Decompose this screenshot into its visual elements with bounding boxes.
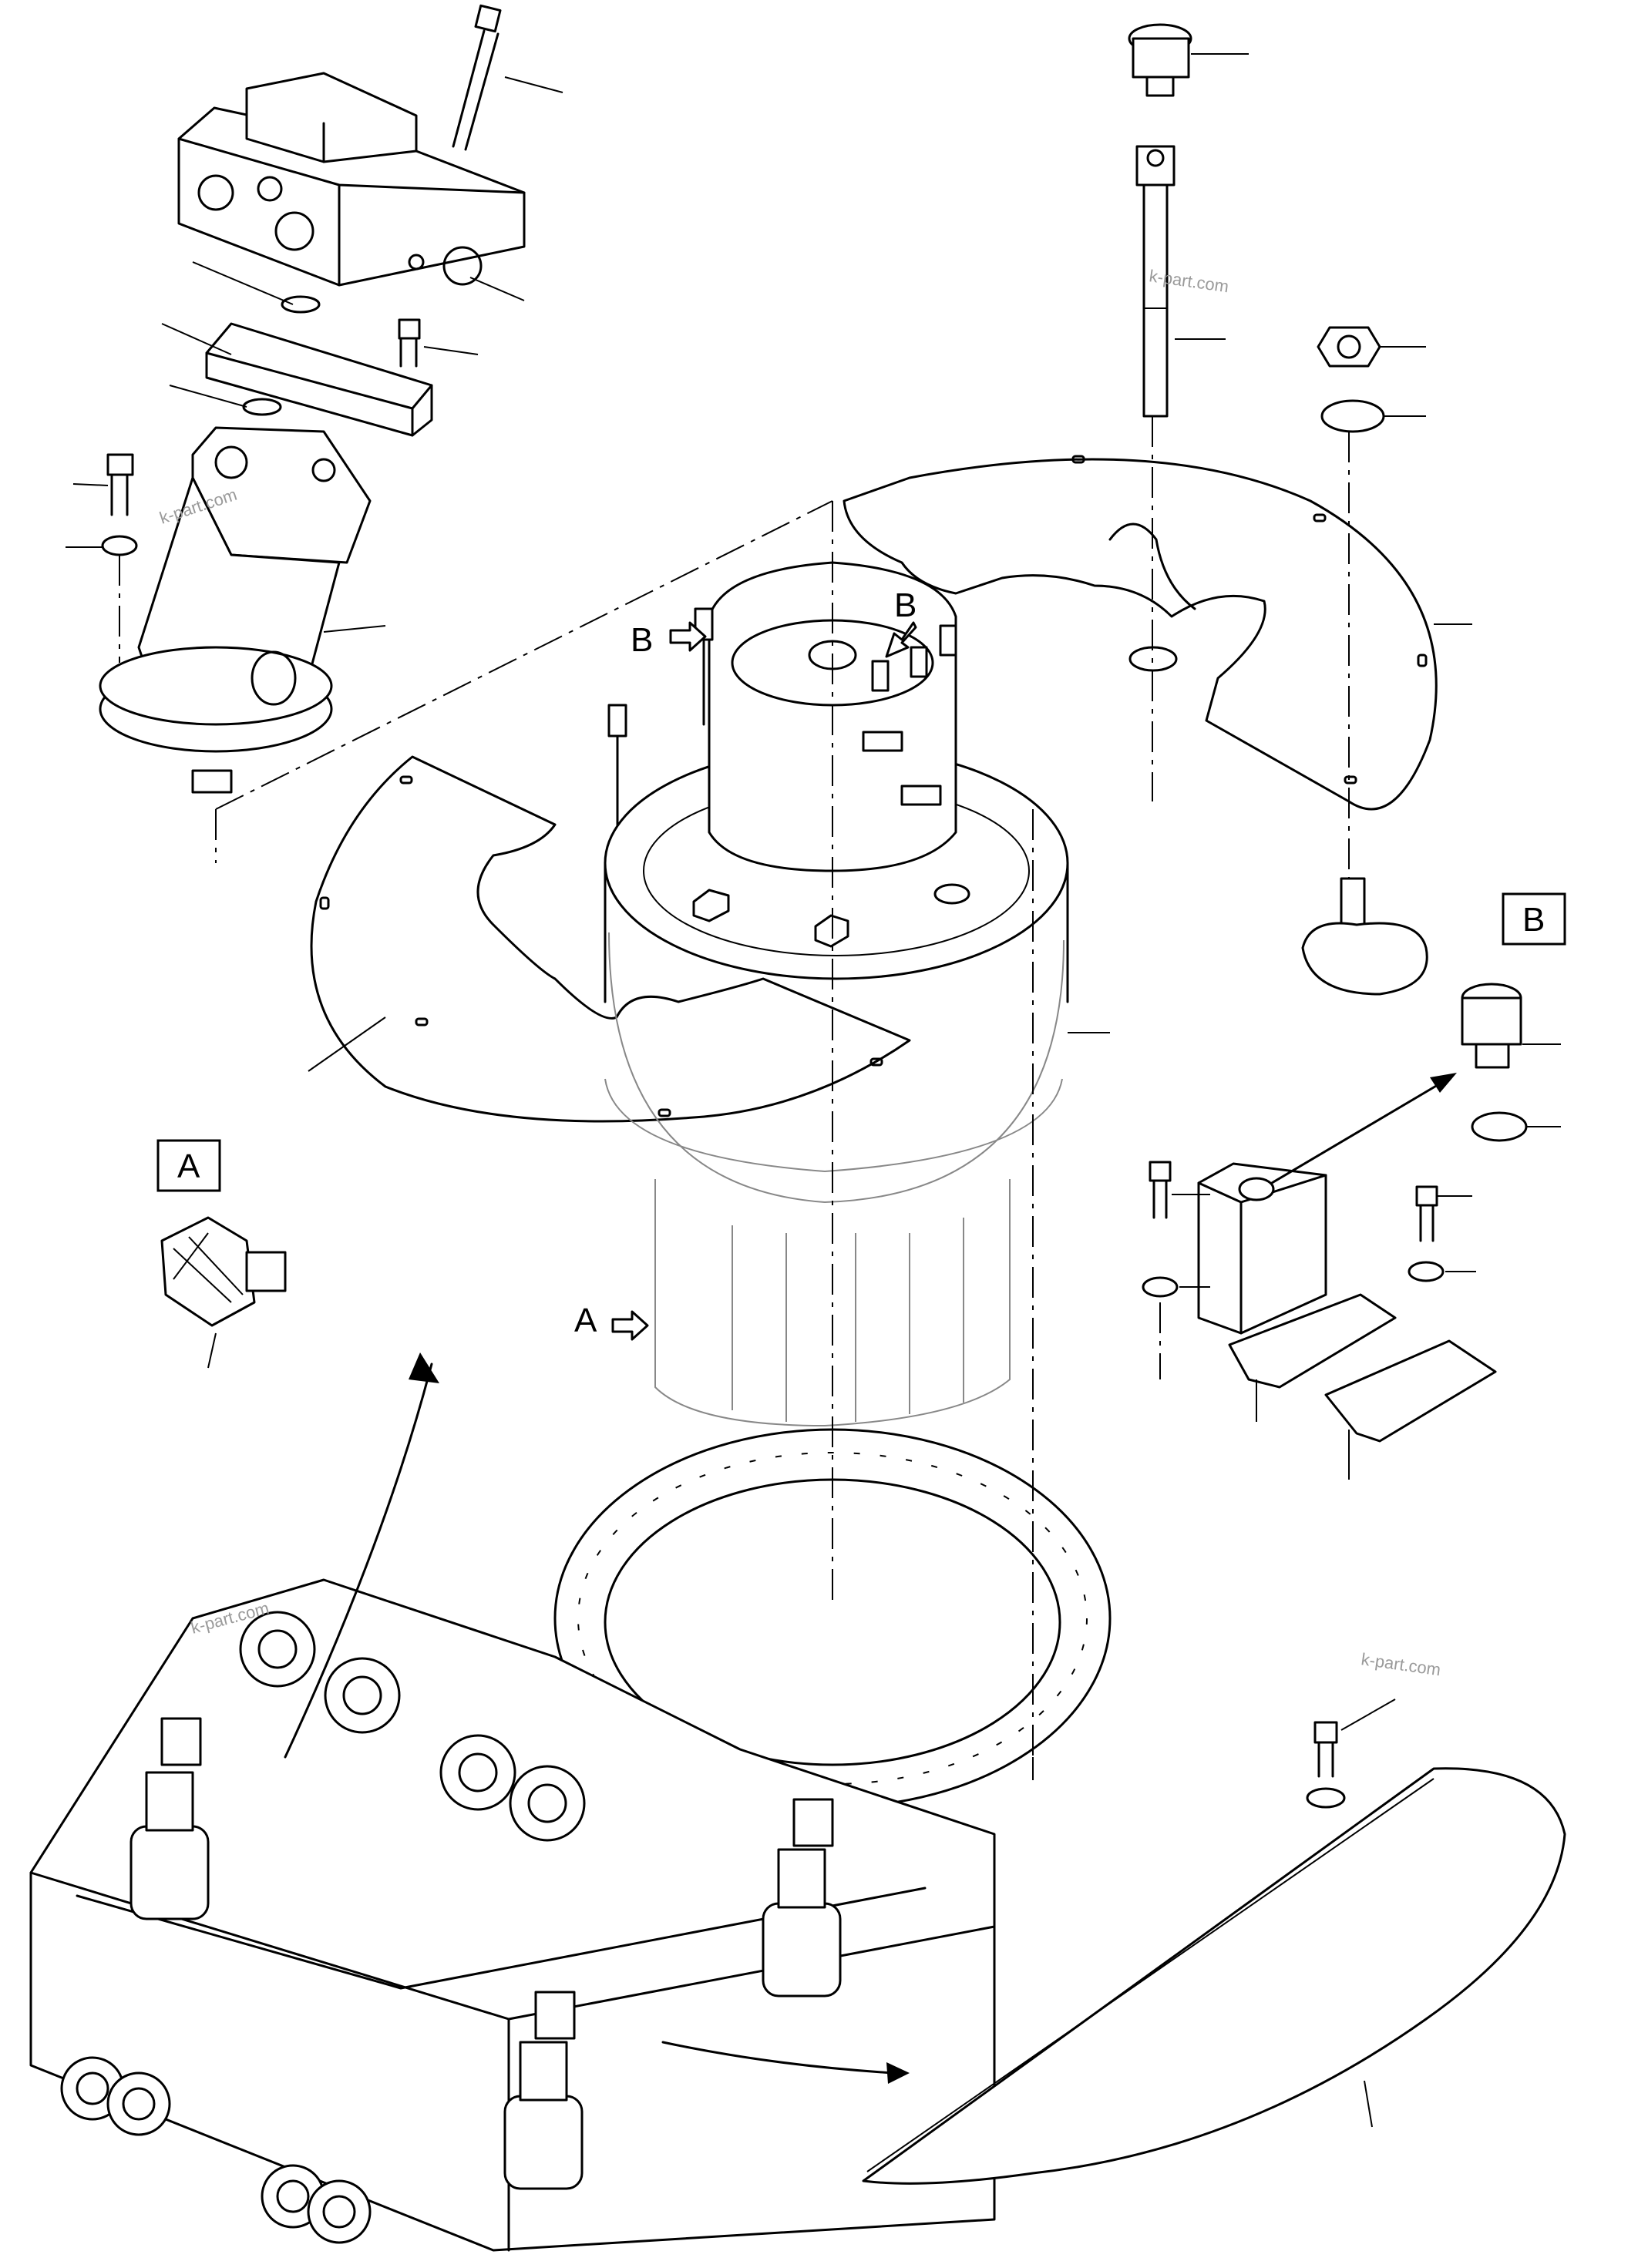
detail-a-label: A: [177, 1147, 200, 1185]
seal-ring: [1471, 1111, 1528, 1142]
washer: [1408, 1261, 1445, 1282]
plate-holes: [1071, 455, 1428, 785]
callout-b-left: B: [631, 621, 653, 659]
left-cover-plate: [310, 755, 911, 1123]
bottom-bolt: [1313, 1721, 1338, 1778]
detail-b-box: [1502, 892, 1566, 946]
filter-box: [1197, 1162, 1327, 1335]
arrow-b-icon: [669, 621, 707, 652]
cap: [1128, 23, 1192, 97]
long-bolt: [452, 4, 502, 151]
arrow-b-icon: [885, 621, 917, 658]
hydraulic-motor: [99, 426, 372, 794]
centerlines: [119, 416, 1350, 1757]
curved-arrow: [661, 2041, 896, 2075]
swing-gearbox: [604, 561, 1069, 1427]
detail-b-label: B: [1522, 901, 1545, 939]
right-cover-plate: [843, 458, 1438, 811]
o-ring: [281, 295, 321, 314]
swing-motor: [503, 1991, 584, 2190]
slewing-ring: [553, 1428, 1112, 1809]
rubber-mount: [1301, 877, 1428, 996]
adapter-plate: [205, 322, 433, 437]
watermark: k-part.com: [1360, 1649, 1441, 1679]
arrow-a-icon: [611, 1310, 649, 1341]
motor-bolt: [106, 453, 134, 516]
grease-fittings: [607, 607, 957, 826]
bracket-bolt: [1149, 1161, 1438, 1242]
plate-holes: [319, 775, 883, 1117]
detail-b-arrow: [1270, 1081, 1443, 1184]
arrowhead-icon: [886, 2062, 910, 2084]
arrowhead-icon: [1430, 1073, 1457, 1093]
mounting-bracket: [1228, 1293, 1397, 1389]
swing-motor: [762, 1798, 842, 1998]
pressure-sensor: [160, 1216, 287, 1327]
mounting-bracket: [1324, 1339, 1497, 1443]
long-screw: [1135, 145, 1176, 418]
nut: [1317, 326, 1381, 368]
detail-a-box: [156, 1139, 221, 1192]
arrowhead-icon: [409, 1352, 439, 1383]
curved-arrow: [284, 1362, 433, 1759]
swing-motor: [129, 1717, 210, 1920]
washer: [1306, 1787, 1346, 1809]
valve-block: [177, 72, 526, 287]
leader-lines: [66, 53, 1561, 2128]
washer: [101, 535, 138, 556]
small-bolt: [398, 318, 421, 368]
breather-plug: [1461, 983, 1522, 1069]
bottom-cover-plate: [862, 1767, 1566, 2185]
upper-frame: [29, 1578, 996, 2252]
callout-a: A: [574, 1302, 597, 1339]
washer: [1320, 399, 1385, 433]
o-ring: [242, 398, 282, 416]
callout-b-right: B: [894, 586, 917, 624]
washer: [1142, 1276, 1179, 1298]
